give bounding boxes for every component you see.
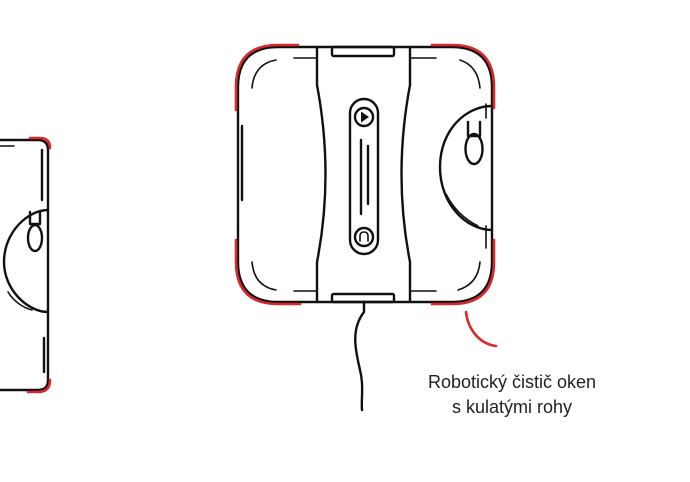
rounded-corner-highlights [234, 43, 496, 306]
left-robot-handle [26, 210, 44, 253]
left-robot-dome [2, 208, 50, 314]
caption-line-2: s kulatými rohy [451, 397, 573, 417]
robot-inner-corner-strokes [240, 57, 481, 292]
left-robot-cropped [0, 136, 52, 394]
power-cable [354, 300, 366, 412]
control-panel [348, 97, 380, 256]
caption: Robotický čistič oken s kulatými rohy [405, 370, 619, 420]
main-robot [234, 43, 496, 412]
caption-line-1: Robotický čistič oken [427, 372, 597, 392]
robot-side-handle [464, 120, 484, 166]
robot-center-column [315, 45, 412, 304]
robot-top-bumper [330, 45, 396, 58]
robot-side-dome [438, 104, 494, 232]
power-button-icon[interactable] [353, 226, 375, 248]
left-robot-edge-details [0, 145, 46, 374]
robot-body-outline [236, 45, 494, 304]
callout-accent-stroke [464, 310, 498, 348]
robot-bottom-connector [330, 292, 396, 304]
left-robot-body-outline [0, 136, 52, 394]
play-button-icon[interactable] [353, 106, 375, 128]
